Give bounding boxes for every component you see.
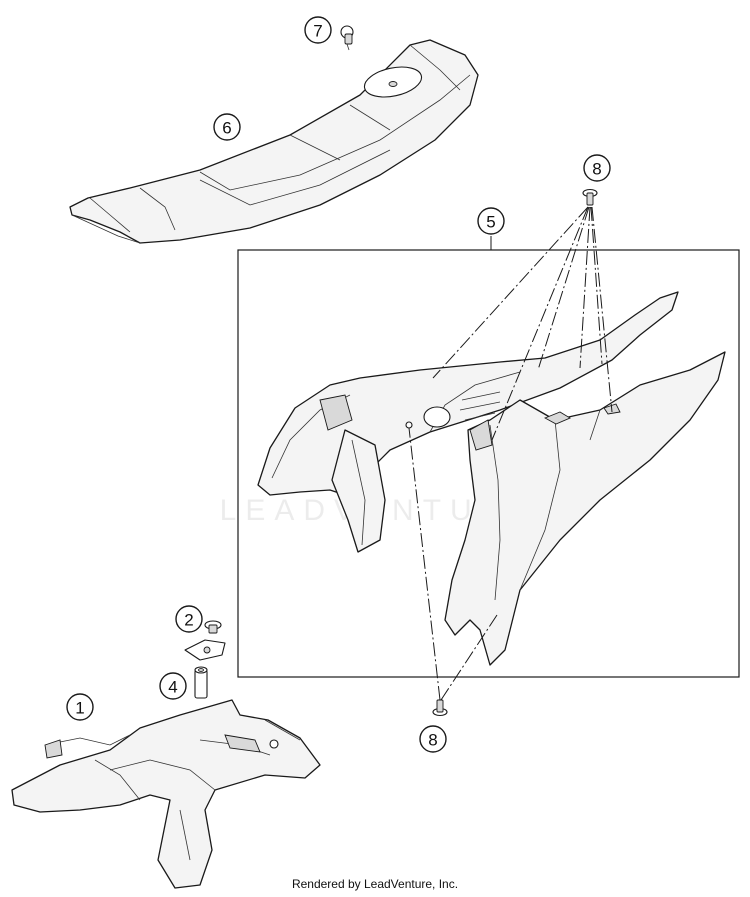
callout-8-top[interactable]: 8	[583, 154, 611, 182]
rear-subframe-part[interactable]	[11, 699, 321, 889]
callout-1[interactable]: 1	[66, 693, 94, 721]
callout-2[interactable]: 2	[175, 605, 203, 633]
svg-text:5: 5	[486, 213, 495, 232]
callout-8-bottom[interactable]: 8	[419, 725, 447, 753]
washer-plate-part[interactable]	[184, 639, 226, 661]
svg-text:8: 8	[428, 731, 437, 750]
callout-7[interactable]: 7	[304, 16, 332, 44]
svg-text:7: 7	[313, 22, 322, 41]
seat-part[interactable]	[69, 39, 479, 244]
screw-top-part[interactable]	[582, 188, 598, 206]
callout-5[interactable]: 5	[477, 207, 505, 235]
callout-6[interactable]: 6	[213, 113, 241, 141]
side-panel-group-frame	[237, 249, 740, 678]
svg-text:2: 2	[184, 611, 193, 630]
svg-text:4: 4	[168, 678, 177, 697]
screw-bottom-part[interactable]	[432, 699, 448, 717]
svg-text:8: 8	[592, 160, 601, 179]
side-panel-inner-shroud-part[interactable]	[331, 429, 386, 553]
svg-text:1: 1	[75, 699, 84, 718]
footer-credit: Rendered by LeadVenture, Inc.	[291, 877, 459, 891]
screw-small-part[interactable]	[204, 620, 222, 634]
spacer-part[interactable]	[194, 666, 208, 699]
svg-text:6: 6	[222, 119, 231, 138]
seat-fastener-part[interactable]	[340, 25, 354, 51]
side-panel-right-part[interactable]	[444, 351, 726, 666]
callout-4[interactable]: 4	[159, 672, 187, 700]
